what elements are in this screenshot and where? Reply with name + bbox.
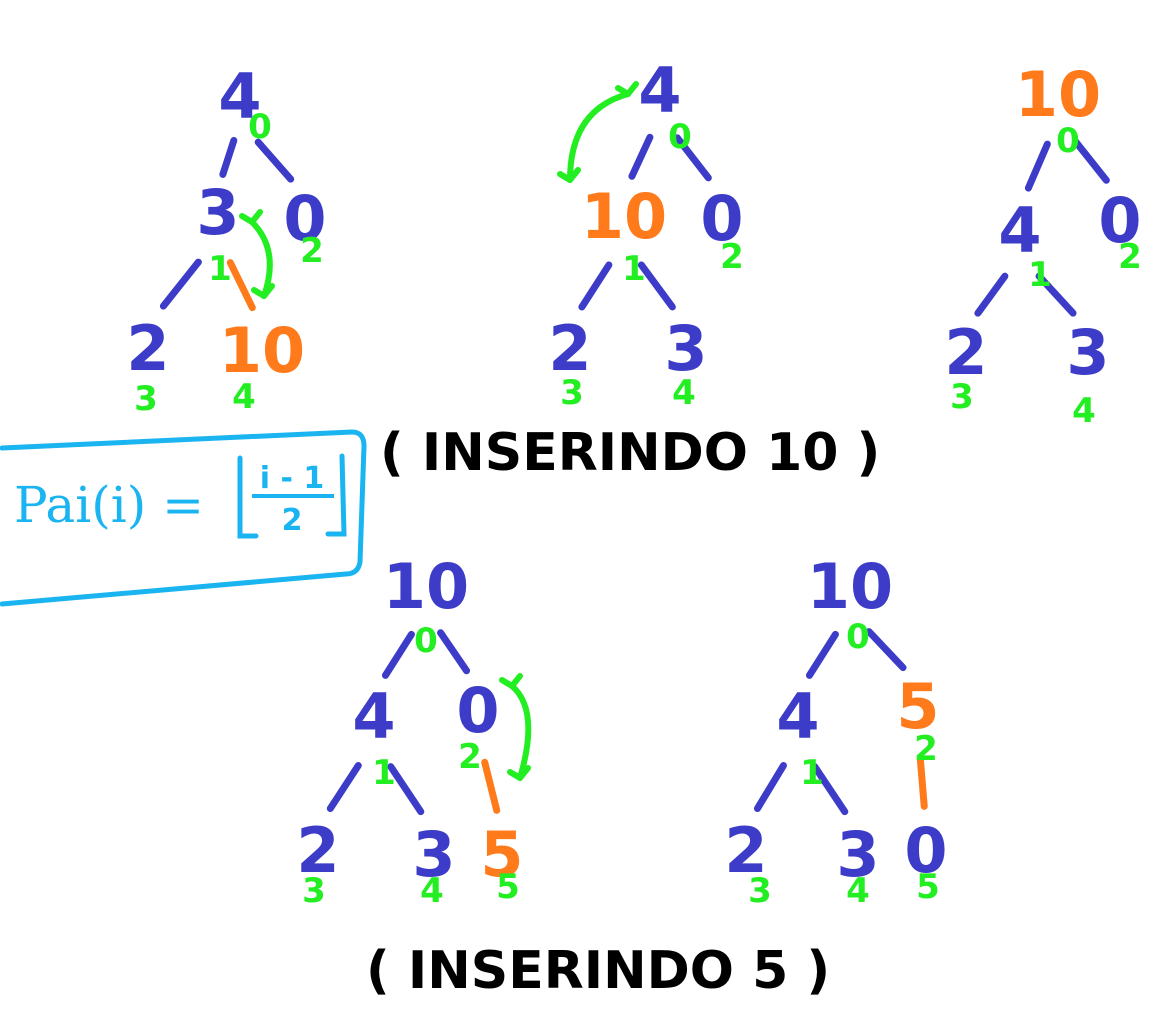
tree-2-node-value: 0: [700, 182, 743, 255]
tree-5-node-value: 10: [807, 550, 893, 623]
tree-4-edge: [387, 763, 425, 816]
arrowhead: [507, 765, 531, 781]
tree-3-node-value: 0: [1098, 184, 1141, 257]
tree-2-node-index: 4: [672, 373, 696, 413]
tree-3-node-value: 10: [1015, 58, 1101, 131]
tree-4-node-index: 2: [458, 737, 482, 777]
tree-4-node-value: 5: [480, 818, 523, 891]
tree-5-node-index: 1: [800, 753, 824, 793]
tree-4-node-index: 4: [420, 871, 444, 911]
tree-4-node-index: 1: [372, 753, 396, 793]
tree-1-node-value: 4: [218, 60, 261, 133]
tree-3-node-index: 3: [950, 377, 974, 417]
formula-box: [0, 429, 367, 607]
arrowhead: [499, 673, 523, 689]
tree-1-node-value: 2: [126, 312, 169, 385]
tree-1-node-index: 4: [232, 377, 256, 417]
tree-3-node-value: 3: [1066, 316, 1109, 389]
tree-3-node-index: 1: [1028, 255, 1052, 295]
tree-1-edge: [226, 259, 256, 312]
floor-bracket-right: [325, 453, 347, 537]
tree-1-node-index: 3: [134, 379, 158, 419]
tree-4-edge: [437, 629, 471, 675]
tree-4-edge: [326, 762, 362, 813]
tree-2-node-index: 1: [622, 249, 646, 289]
tree-5-node-index: 5: [916, 867, 940, 907]
tree-4-edge: [381, 630, 415, 679]
tree-4-node-index: 0: [414, 621, 438, 661]
tree-1-node-index: 2: [300, 231, 324, 271]
tree-1-node-index: 1: [208, 249, 232, 289]
tree-4-edge: [481, 758, 501, 814]
tree-2-node-index: 3: [560, 373, 584, 413]
tree-3-edge: [974, 272, 1009, 317]
tree-5-node-index: 4: [846, 871, 870, 911]
tree-3-node-value: 2: [944, 316, 987, 389]
tree-5-node-index: 2: [914, 729, 938, 769]
tree-3-edge: [1035, 272, 1077, 317]
tree-2-node-index: 2: [720, 237, 744, 277]
tree-1-node-index: 0: [248, 107, 272, 147]
tree-5-node-value: 4: [776, 680, 819, 753]
tree-5-node-value: 2: [724, 814, 767, 887]
tree-2-node-value: 3: [664, 312, 707, 385]
parent-formula: Pai(i) = i - 1 2: [0, 429, 367, 607]
tree-5-edge: [811, 763, 849, 816]
tree-2-node-value: 2: [548, 312, 591, 385]
arrows-layer: [239, 81, 639, 781]
tree-4-node-value: 2: [296, 814, 339, 887]
tree-4-node-value: 3: [412, 818, 455, 891]
tree-5-edge: [753, 762, 787, 813]
tree-2-edge: [673, 134, 712, 182]
formula-left: Pai(i) =: [14, 476, 204, 534]
tree-3-node-value: 4: [998, 194, 1041, 267]
tree-2-edge: [578, 261, 613, 311]
tree-1-node-value: 3: [196, 176, 239, 249]
edges-layer: [159, 133, 1110, 816]
tree-3-edge: [1024, 140, 1051, 192]
arrowhead: [239, 209, 263, 225]
tree-5-edge: [916, 754, 928, 810]
tree-3-node-index: 2: [1118, 237, 1142, 277]
tree-2-node-value: 4: [638, 54, 681, 127]
tree-5-node-index: 3: [748, 871, 772, 911]
tree-5-node-value: 3: [836, 818, 879, 891]
swap-arrow: [567, 91, 631, 183]
tree-2-edge: [637, 261, 676, 311]
caption-insert-5: ( INSERINDO 5 ): [366, 941, 830, 1001]
caption-insert-10: ( INSERINDO 10 ): [380, 423, 880, 483]
tree-2-node-value: 10: [581, 180, 667, 253]
tree-2-edge: [628, 133, 654, 180]
arrowhead: [557, 167, 581, 183]
tree-3-node-index: 4: [1072, 391, 1096, 431]
tree-4-node-index: 5: [496, 867, 520, 907]
tree-1-node-value: 0: [283, 182, 326, 255]
tree-4-node-value: 0: [456, 674, 499, 747]
nodes-layer: 4031022310440101022334100410223341004102…: [126, 54, 1141, 911]
formula-numerator: i - 1: [260, 461, 325, 496]
tree-4-node-index: 3: [302, 871, 326, 911]
tree-3-edge: [1071, 137, 1110, 184]
tree-5-node-value: 5: [896, 670, 939, 743]
tree-3-node-index: 0: [1056, 121, 1080, 161]
tree-1-node-value: 10: [219, 314, 305, 387]
arrowhead: [251, 283, 275, 299]
tree-5-node-value: 0: [904, 814, 947, 887]
tree-5-edge: [865, 628, 907, 672]
formula-denominator: 2: [282, 503, 303, 538]
tree-5-node-index: 0: [846, 617, 870, 657]
floor-bracket-left: [237, 455, 259, 539]
tree-1-edge: [219, 136, 238, 178]
swap-arrow: [509, 683, 532, 781]
swap-arrow: [249, 219, 273, 299]
tree-1-edge: [254, 138, 295, 183]
tree-5-edge: [805, 630, 839, 679]
arrowhead: [615, 81, 639, 97]
tree-4-node-value: 4: [352, 680, 395, 753]
tree-2-node-index: 0: [668, 117, 692, 157]
tree-1-edge: [159, 258, 202, 310]
tree-4-node-value: 10: [383, 550, 469, 623]
